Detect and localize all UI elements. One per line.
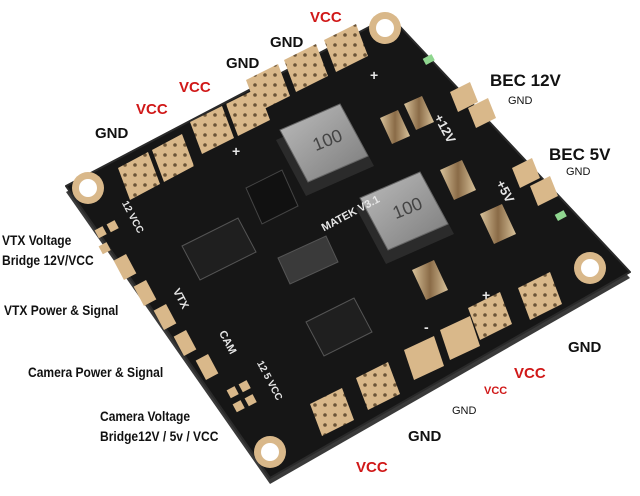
bridge-pad	[94, 226, 107, 239]
bec-pads	[450, 82, 558, 206]
signal-pad	[173, 330, 197, 356]
mounting-holes	[72, 12, 606, 468]
top-power-pads	[118, 24, 368, 200]
bec5-pad	[512, 158, 540, 188]
led	[554, 210, 567, 221]
inductor-2: 100	[356, 171, 454, 264]
ic-chips	[181, 169, 373, 357]
label-gnd-top-2: GND	[270, 34, 304, 51]
bridge-pad	[98, 242, 111, 255]
ic-chip	[305, 297, 373, 357]
label-bec5-gnd: GND	[566, 166, 591, 178]
label-vcc-right: VCC	[514, 365, 546, 382]
ic-chip	[245, 169, 299, 225]
led	[422, 54, 435, 65]
left-signal-pads	[94, 220, 257, 413]
ic-chip	[181, 217, 257, 281]
inductor-1: 100	[276, 103, 374, 196]
leds	[422, 54, 567, 221]
signal-pad	[113, 254, 137, 280]
silk-plus: +	[370, 67, 378, 83]
label-gnd-top-left: GND	[95, 125, 129, 142]
capacitor	[412, 260, 448, 300]
label-camera-power: Camera Power & Signal	[28, 364, 164, 380]
bridge-pad	[106, 220, 119, 233]
label-vtx-voltage-2: Bridge 12V/VCC	[2, 252, 94, 268]
pad	[246, 64, 290, 112]
capacitor	[480, 204, 516, 244]
bridge-pad	[238, 380, 251, 393]
label-vcc-top-1: VCC	[136, 101, 168, 118]
pad	[190, 106, 234, 154]
label-bec12-gnd: GND	[508, 95, 533, 107]
bottom-power-pads	[310, 272, 562, 436]
label-vcc-top-right: VCC	[310, 9, 342, 26]
signal-pad	[153, 304, 177, 330]
label-gnd-small: GND	[452, 405, 477, 417]
label-gnd-right: GND	[568, 339, 602, 356]
ic-chip	[277, 235, 339, 285]
label-bec5-title: BEC 5V	[549, 145, 611, 164]
bridge-pad	[232, 400, 245, 413]
pad	[440, 316, 480, 360]
pad	[284, 44, 328, 92]
label-vcc-bottom: VCC	[356, 459, 388, 476]
capacitor	[440, 160, 476, 200]
label-camera-voltage-1: Camera Voltage	[100, 408, 191, 424]
bec12-pad	[468, 98, 496, 128]
pad	[468, 292, 512, 340]
label-vcc-small: VCC	[484, 385, 508, 397]
label-vcc-top-2: VCC	[179, 79, 211, 96]
pad	[324, 24, 368, 72]
label-gnd-bottom: GND	[408, 428, 442, 445]
capacitor	[404, 96, 434, 130]
label-gnd-top-1: GND	[226, 55, 260, 72]
capacitor	[380, 110, 410, 144]
silk-minus: -	[424, 319, 429, 335]
pad	[356, 362, 400, 410]
silk-plus: +	[482, 287, 490, 303]
bec5-pad	[530, 176, 558, 206]
bridge-pad	[226, 386, 239, 399]
pad	[310, 388, 354, 436]
pad	[118, 152, 160, 200]
signal-pad	[195, 354, 219, 380]
label-vtx-voltage-1: VTX Voltage	[2, 232, 72, 248]
pad	[404, 336, 444, 380]
bridge-pad	[244, 394, 257, 407]
label-vtx-power: VTX Power & Signal	[4, 302, 119, 318]
label-bec12-title: BEC 12V	[490, 71, 561, 90]
pad	[518, 272, 562, 320]
capacitors	[380, 96, 516, 300]
signal-pad	[133, 280, 157, 306]
pad	[152, 134, 194, 182]
silk-plus: +	[232, 143, 240, 159]
bec12-pad	[450, 82, 478, 112]
label-camera-voltage-2: Bridge12V / 5v / VCC	[100, 428, 219, 444]
